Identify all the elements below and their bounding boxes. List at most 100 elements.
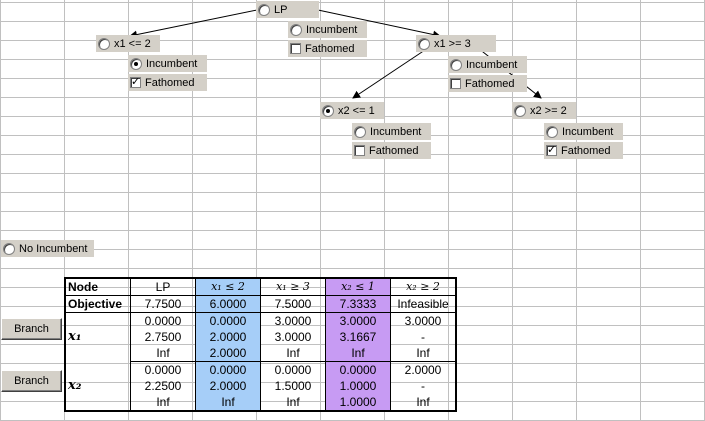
checkbox-icon (450, 78, 461, 89)
radio-icon (418, 37, 430, 50)
table-cell: 2.7500 (130, 329, 196, 345)
node-x2-ge-2-radio[interactable]: x2 >= 2 (512, 102, 576, 119)
radio-icon (354, 125, 366, 138)
table-cell: 1.0000 (325, 394, 391, 411)
node-header: Node (65, 278, 131, 296)
var-x2-label: x₂ (65, 361, 131, 411)
objective-cell: 7.7500 (130, 295, 196, 313)
col-header-x2-le-1: x₂ ≤ 1 (325, 278, 391, 296)
objective-cell: 6.0000 (195, 295, 261, 313)
table-cell: 2.0000 (390, 361, 457, 378)
node-x2-le-1-radio[interactable]: x2 <= 1 (320, 102, 384, 119)
table-cell: 2.0000 (195, 345, 261, 362)
table-cell: - (390, 329, 457, 345)
objective-label: Objective (65, 295, 131, 313)
col-header-x1-le-2: x₁ ≤ 2 (195, 278, 261, 296)
node-x2-ge-2-label: x2 >= 2 (530, 104, 567, 117)
table-cell: Inf (390, 394, 457, 411)
no-incumbent-label: No Incumbent (19, 242, 88, 255)
table-cell: - (390, 378, 457, 394)
x1-lower-row: x₁ 0.0000 0.0000 3.0000 3.0000 3.0000 (65, 312, 457, 362)
node-x1-ge-3-radio[interactable]: x1 >= 3 (416, 35, 496, 52)
objective-row: Objective 7.7500 6.0000 7.5000 7.3333 In… (65, 295, 457, 313)
x1ge3-incumbent-label: Incumbent (466, 58, 518, 71)
node-x1-le-2-radio[interactable]: x1 <= 2 (96, 35, 160, 52)
table-cell: 3.0000 (390, 312, 457, 329)
radio-icon (3, 242, 15, 255)
x1ge3-incumbent-radio[interactable]: Incumbent (448, 56, 527, 73)
x2ge2-fathomed-checkbox[interactable]: Fathomed (544, 142, 623, 159)
table-cell: Inf (260, 345, 326, 362)
node-x1-le-2-label: x1 <= 2 (114, 37, 151, 50)
radio-icon (514, 104, 526, 117)
x2-value-row: 2.2500 2.0000 1.5000 1.0000 - (65, 378, 457, 394)
x1le2-incumbent-label: Incumbent (146, 57, 198, 70)
results-table: Node LP x₁ ≤ 2 x₁ ≥ 3 x₂ ≤ 1 x₂ ≥ 2 Obje… (64, 277, 457, 412)
radio-selected-icon (130, 57, 142, 70)
col-header-x1-ge-3: x₁ ≥ 3 (260, 278, 326, 296)
table-cell: 0.0000 (195, 361, 261, 378)
x2ge2-incumbent-label: Incumbent (562, 125, 614, 138)
checkbox-checked-icon (130, 75, 141, 88)
col-header-lp: LP (130, 278, 196, 296)
arrow-lp-to-x1-le-2 (129, 9, 258, 39)
lp-incumbent-label: Incumbent (306, 23, 358, 36)
table-cell: 2.0000 (195, 329, 261, 345)
x2le1-incumbent-radio[interactable]: Incumbent (352, 123, 431, 140)
radio-icon (290, 23, 302, 36)
x1ge3-fathomed-checkbox[interactable]: Fathomed (448, 75, 527, 92)
table-cell: Inf (130, 394, 196, 411)
node-lp-label: LP (274, 3, 288, 16)
table-cell: 0.0000 (325, 361, 391, 378)
branch-x2-button[interactable]: Branch (1, 370, 62, 392)
table-cell: 3.0000 (260, 312, 326, 329)
no-incumbent-radio[interactable]: No Incumbent (1, 240, 94, 257)
x2le1-fathomed-checkbox[interactable]: Fathomed (352, 142, 431, 159)
table-cell: 2.2500 (130, 378, 196, 394)
objective-cell: 7.5000 (260, 295, 326, 313)
radio-selected-icon (322, 104, 334, 117)
x1le2-fathomed-checkbox[interactable]: Fathomed (128, 74, 207, 91)
x1le2-fathomed-label: Fathomed (145, 76, 195, 89)
radio-icon (258, 3, 270, 16)
x2-lower-row: x₂ 0.0000 0.0000 0.0000 0.0000 2.0000 (65, 361, 457, 411)
table-cell: Inf (390, 345, 457, 362)
table-cell: 1.5000 (260, 378, 326, 394)
x1-upper-row: Inf 2.0000 Inf Inf Inf (65, 345, 457, 362)
table-cell: 0.0000 (260, 361, 326, 378)
x1-value-row: 2.7500 2.0000 3.0000 3.1667 - (65, 329, 457, 345)
node-lp-radio[interactable]: LP (256, 1, 319, 18)
table-cell: 0.0000 (195, 312, 261, 329)
checkbox-icon (290, 43, 301, 54)
x2-upper-row: Inf Inf Inf 1.0000 Inf (65, 394, 457, 411)
checkbox-checked-icon (546, 143, 557, 156)
lp-fathomed-checkbox[interactable]: Fathomed (288, 40, 367, 57)
x2le1-fathomed-label: Fathomed (369, 144, 419, 157)
header-row: Node LP x₁ ≤ 2 x₁ ≥ 3 x₂ ≤ 1 x₂ ≥ 2 (65, 278, 457, 296)
objective-cell: 7.3333 (325, 295, 391, 313)
var-x1-label: x₁ (65, 312, 131, 362)
table-cell: 3.0000 (325, 312, 391, 329)
x2ge2-incumbent-radio[interactable]: Incumbent (544, 123, 623, 140)
table-cell: Inf (195, 394, 261, 411)
objective-cell: Infeasible (390, 295, 457, 313)
table-cell: Inf (325, 345, 391, 362)
branch-x2-label: Branch (14, 375, 49, 387)
x2ge2-fathomed-label: Fathomed (561, 144, 611, 157)
radio-icon (546, 125, 558, 138)
arrow-lp-to-x1-ge-3 (317, 9, 441, 39)
checkbox-icon (354, 145, 365, 156)
table-cell: 1.0000 (325, 378, 391, 394)
table-cell: 0.0000 (130, 312, 196, 329)
table-cell: 0.0000 (130, 361, 196, 378)
col-header-x2-ge-2: x₂ ≥ 2 (390, 278, 457, 296)
lp-incumbent-radio[interactable]: Incumbent (288, 21, 367, 38)
x1le2-incumbent-radio[interactable]: Incumbent (128, 55, 207, 72)
arrow-x1ge3-to-x2le1 (352, 47, 429, 99)
x1ge3-fathomed-label: Fathomed (465, 77, 515, 90)
table-cell: 3.1667 (325, 329, 391, 345)
radio-icon (450, 58, 462, 71)
lp-fathomed-label: Fathomed (305, 42, 355, 55)
branch-x1-button[interactable]: Branch (1, 318, 62, 340)
table-cell: Inf (130, 345, 196, 362)
